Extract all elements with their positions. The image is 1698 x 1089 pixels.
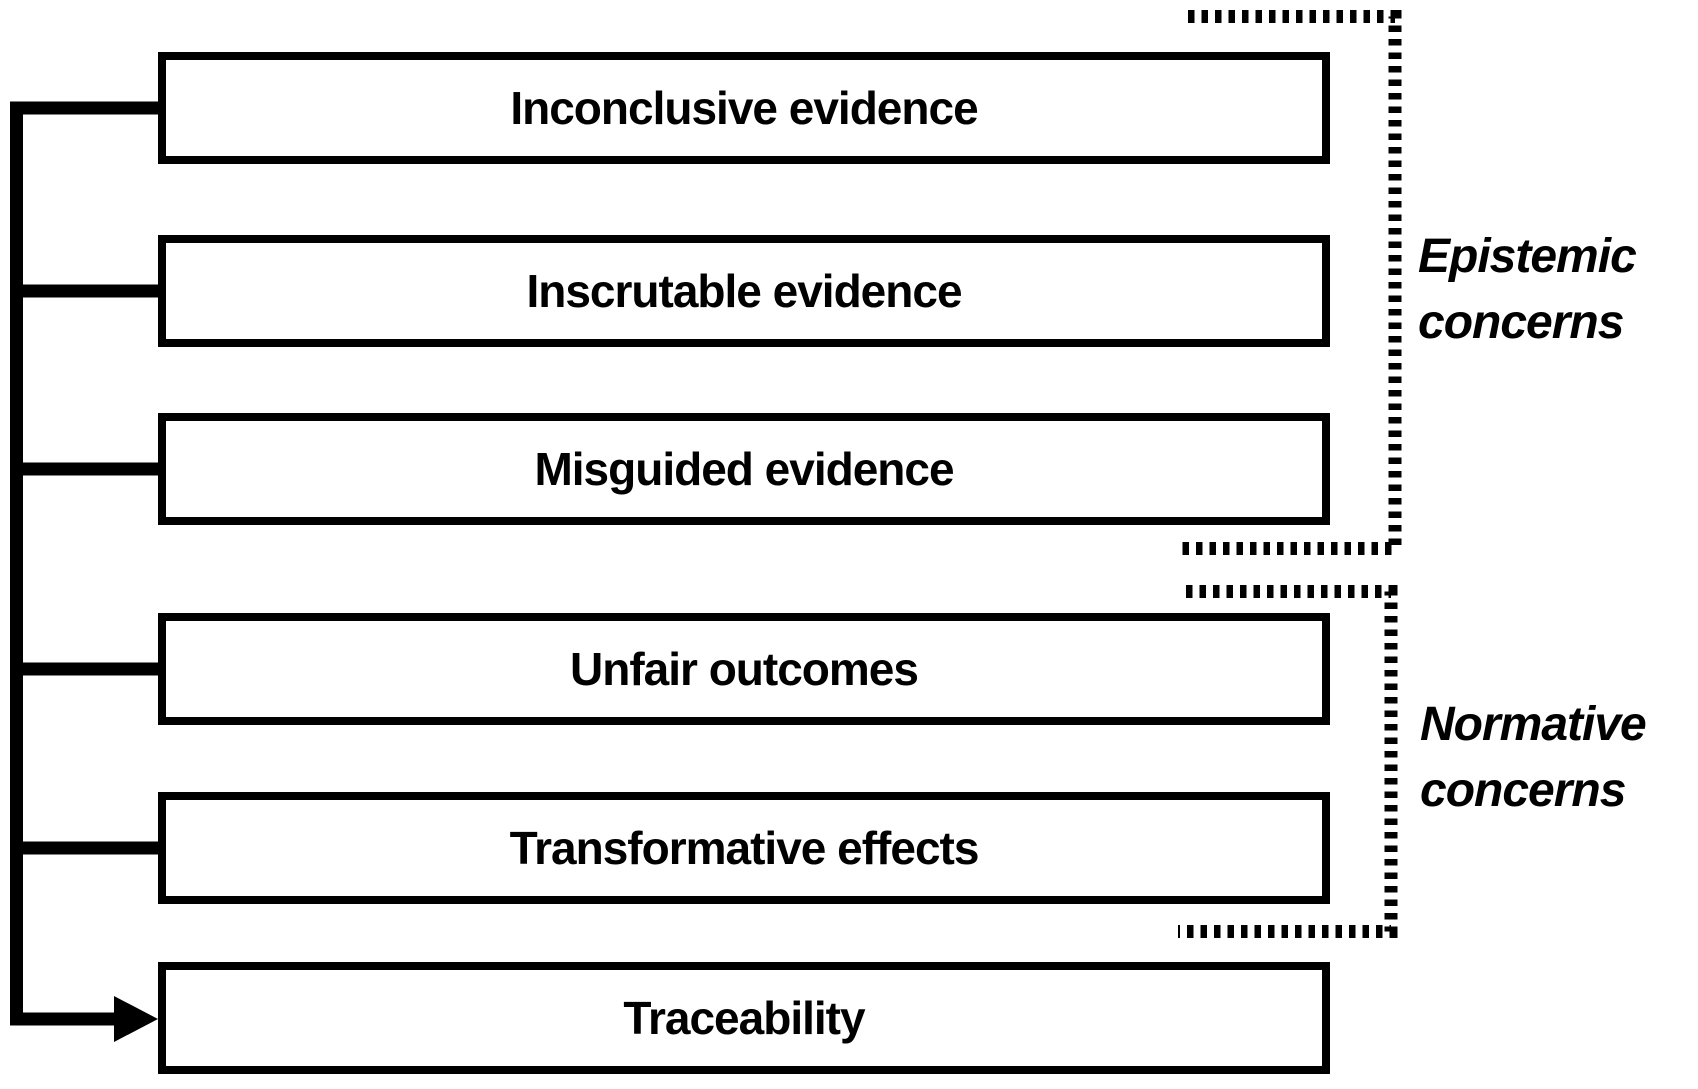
- box-inscrutable-evidence: Inscrutable evidence: [158, 235, 1330, 347]
- box-traceability-label: Traceability: [623, 992, 865, 1044]
- box-inconclusive-evidence: Inconclusive evidence: [158, 52, 1330, 164]
- group-label-normative-concerns: Normative concerns: [1420, 698, 1647, 818]
- group-label-epistemic-concerns: Epistemic concerns: [1418, 230, 1637, 350]
- box-unfair-outcomes-label: Unfair outcomes: [570, 643, 919, 695]
- box-transformative-effects: Transformative effects: [158, 792, 1330, 904]
- box-traceability: Traceability: [158, 962, 1330, 1074]
- box-unfair-outcomes: Unfair outcomes: [158, 613, 1330, 725]
- box-inconclusive-evidence-label: Inconclusive evidence: [510, 82, 978, 134]
- box-misguided-evidence-label: Misguided evidence: [534, 443, 954, 495]
- box-misguided-evidence: Misguided evidence: [158, 413, 1330, 525]
- normative-group-bracket: [1178, 585, 1398, 938]
- box-transformative-effects-label: Transformative effects: [509, 822, 980, 874]
- box-inscrutable-evidence-label: Inscrutable evidence: [526, 265, 962, 317]
- arrow-head-icon: [114, 996, 158, 1042]
- epistemic-group-bracket: [1182, 10, 1402, 555]
